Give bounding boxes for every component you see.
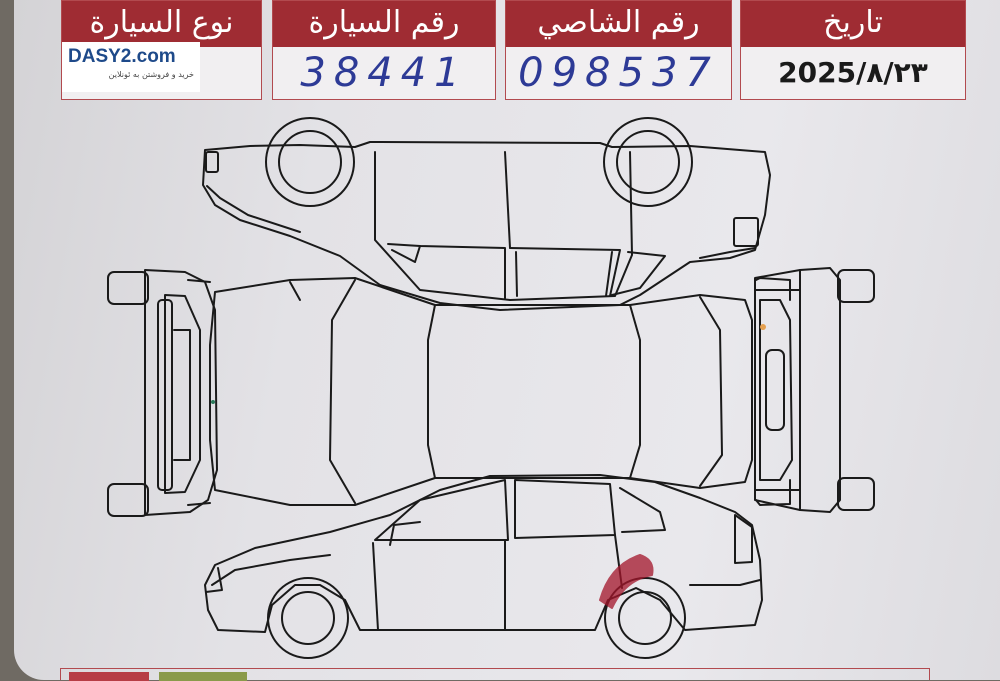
top-side-view[interactable] bbox=[202, 117, 771, 311]
chassis-number-label: رقم الشاصي bbox=[506, 1, 731, 47]
damage-mark bbox=[599, 554, 654, 609]
top-plan-view[interactable] bbox=[209, 277, 753, 506]
watermark-logo: DASY2.com خرید و فروشتن به ئونلاین bbox=[62, 42, 200, 92]
date-value[interactable]: 2025/٨/٢٣ bbox=[778, 56, 928, 89]
watermark-tagline: خرید و فروشتن به ئونلاین bbox=[108, 70, 194, 79]
green-cell bbox=[159, 672, 247, 681]
date-label: تاريخ bbox=[741, 1, 965, 47]
chassis-number-field: رقم الشاصي 098537 bbox=[505, 0, 732, 100]
chassis-number-value[interactable]: 098537 bbox=[518, 50, 719, 96]
date-field: تاريخ 2025/٨/٢٣ bbox=[740, 0, 966, 100]
rear-view[interactable] bbox=[754, 267, 875, 513]
red-cell bbox=[69, 672, 149, 681]
car-type-label: نوع السيارة bbox=[62, 1, 261, 47]
plate-number-value[interactable]: 38441 bbox=[300, 50, 468, 96]
watermark-brand: DASY2.com bbox=[68, 46, 176, 67]
plate-number-field: رقم السيارة 38441 bbox=[272, 0, 496, 100]
bottom-side-view[interactable] bbox=[204, 474, 763, 659]
inspection-sheet bbox=[14, 0, 1000, 680]
bottom-table-edge bbox=[60, 668, 930, 681]
plate-number-label: رقم السيارة bbox=[273, 1, 495, 47]
front-view[interactable] bbox=[107, 269, 218, 517]
